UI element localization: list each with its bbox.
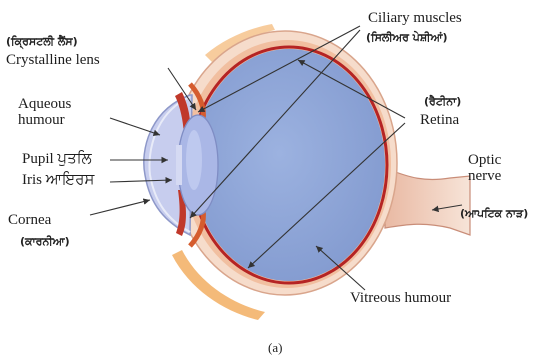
optic-nerve-punjabi-label: (ਆਪਟਿਕ ਨਾੜ) (460, 206, 528, 222)
optic-nerve (385, 168, 470, 235)
iris-label: Iris ਆਇਰਸ (22, 172, 94, 188)
pupil-label: Pupil ਪੁਤਲਿ (22, 151, 92, 167)
crystalline-lens-label: Crystalline lens (6, 52, 100, 68)
cornea-punjabi-label: (ਕਾਰਨੀਆ) (20, 234, 70, 250)
retina-punjabi-label: (ਰੈਟੀਨਾ) (424, 94, 461, 110)
vitreous-humour (193, 49, 385, 281)
cornea-label: Cornea (8, 212, 51, 228)
aqueous-humour-label: Aqueous humour (18, 96, 98, 128)
pupil (176, 145, 182, 185)
vitreous-humour-label: Vitreous humour (350, 290, 451, 306)
figure-caption: (a) (268, 340, 282, 356)
crystalline-lens-punjabi-label: (ਕ੍ਰਿਸਟਲੀ ਲੈਂਸ) (6, 34, 78, 50)
optic-nerve-label: Optic nerve (468, 152, 528, 184)
ciliary-muscles-label: Ciliary muscles (368, 10, 462, 26)
retina-label: Retina (420, 112, 459, 128)
ciliary-muscles-punjabi-label: (ਸਿਲੀਅਰ ਪੇਸ਼ੀਆਂ) (366, 30, 448, 46)
